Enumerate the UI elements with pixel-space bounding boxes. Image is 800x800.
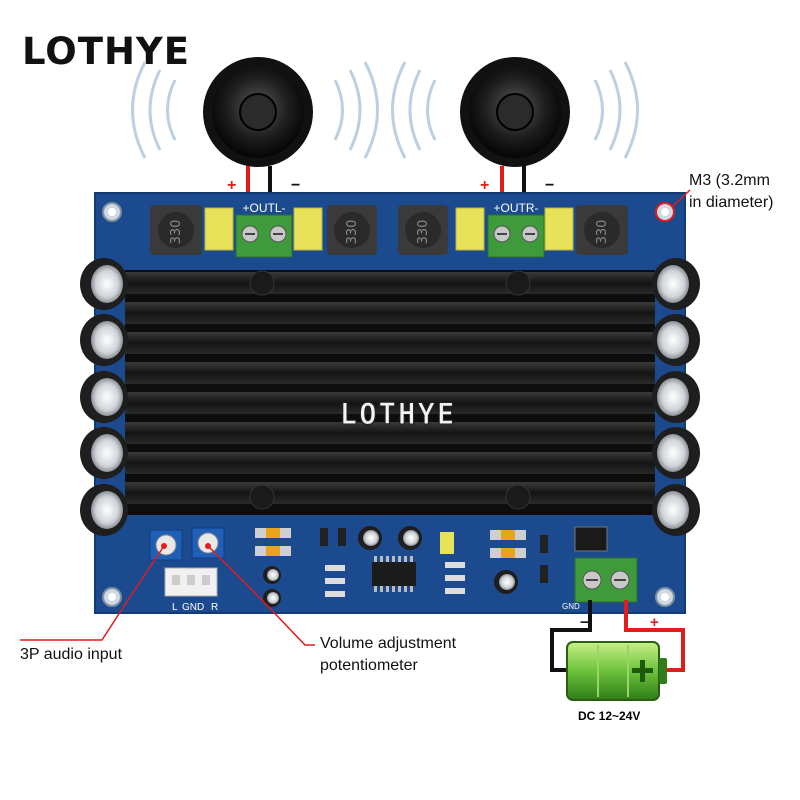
- mount-hole-callout: M3 (3.2mm in diameter): [689, 170, 799, 214]
- power-gnd-label: GND: [562, 602, 580, 611]
- heatsink: [125, 270, 655, 515]
- dc-input-label: DC 12~24V: [578, 709, 641, 723]
- inductor: [150, 205, 202, 255]
- smd-components: [255, 528, 548, 597]
- left-output-label: +OUTL-: [242, 201, 285, 215]
- heatsink-logo: LOTHYE: [340, 397, 457, 431]
- audio-header-l: L: [172, 602, 178, 613]
- left-output-terminal: [235, 214, 293, 258]
- inductor: [327, 205, 377, 255]
- power-input-terminal: [574, 557, 638, 603]
- right-speaker-plus: +: [480, 177, 489, 194]
- left-speaker-plus: +: [227, 177, 236, 194]
- volume-callout-line2: potentiometer: [320, 657, 418, 674]
- left-speaker-minus: −: [291, 177, 300, 194]
- inductor-value: 330: [169, 220, 184, 245]
- inductor-value: 330: [416, 220, 431, 245]
- inductor-value: 330: [345, 220, 360, 245]
- audio-header-gnd: GND: [182, 602, 204, 613]
- audio-header-r: R: [211, 602, 218, 613]
- power-minus: −: [580, 614, 589, 631]
- battery-icon: [566, 641, 667, 701]
- volume-callout-line1: Volume adjustment: [320, 635, 457, 652]
- sound-wave-icon: [131, 61, 639, 159]
- audio-input-callout: 3P audio input: [20, 646, 123, 663]
- right-output-label: +OUTR-: [494, 201, 539, 215]
- brand-logo: LOTHYE: [22, 30, 190, 73]
- inductor: [576, 205, 628, 255]
- mount-hole-pointer: [671, 189, 691, 208]
- mount-hole-icon: [102, 202, 675, 607]
- audio-input-header: [164, 567, 218, 597]
- small-capacitor: [263, 526, 518, 607]
- ic-chip: [372, 556, 416, 592]
- electrolytic-capacitor: [80, 258, 128, 536]
- potentiometer-leader: [207, 545, 315, 646]
- audio-input-leader: [20, 545, 165, 641]
- film-capacitor: [204, 207, 574, 251]
- mount-hole-callout-line1: M3 (3.2mm: [689, 172, 770, 189]
- mount-hole-callout-line2: in diameter): [689, 194, 774, 211]
- diode: [574, 526, 608, 552]
- volume-callout: Volume adjustment potentiometer: [320, 633, 456, 677]
- right-speaker-minus: −: [545, 177, 554, 194]
- inductor-value: 330: [595, 220, 610, 245]
- electrolytic-capacitor: [652, 258, 700, 536]
- right-output-terminal: [487, 214, 545, 258]
- speaker-icon: [203, 57, 313, 167]
- power-plus: +: [650, 614, 659, 631]
- inductor: [398, 205, 448, 255]
- speaker-icon: [460, 57, 570, 167]
- power-wires: [550, 600, 685, 672]
